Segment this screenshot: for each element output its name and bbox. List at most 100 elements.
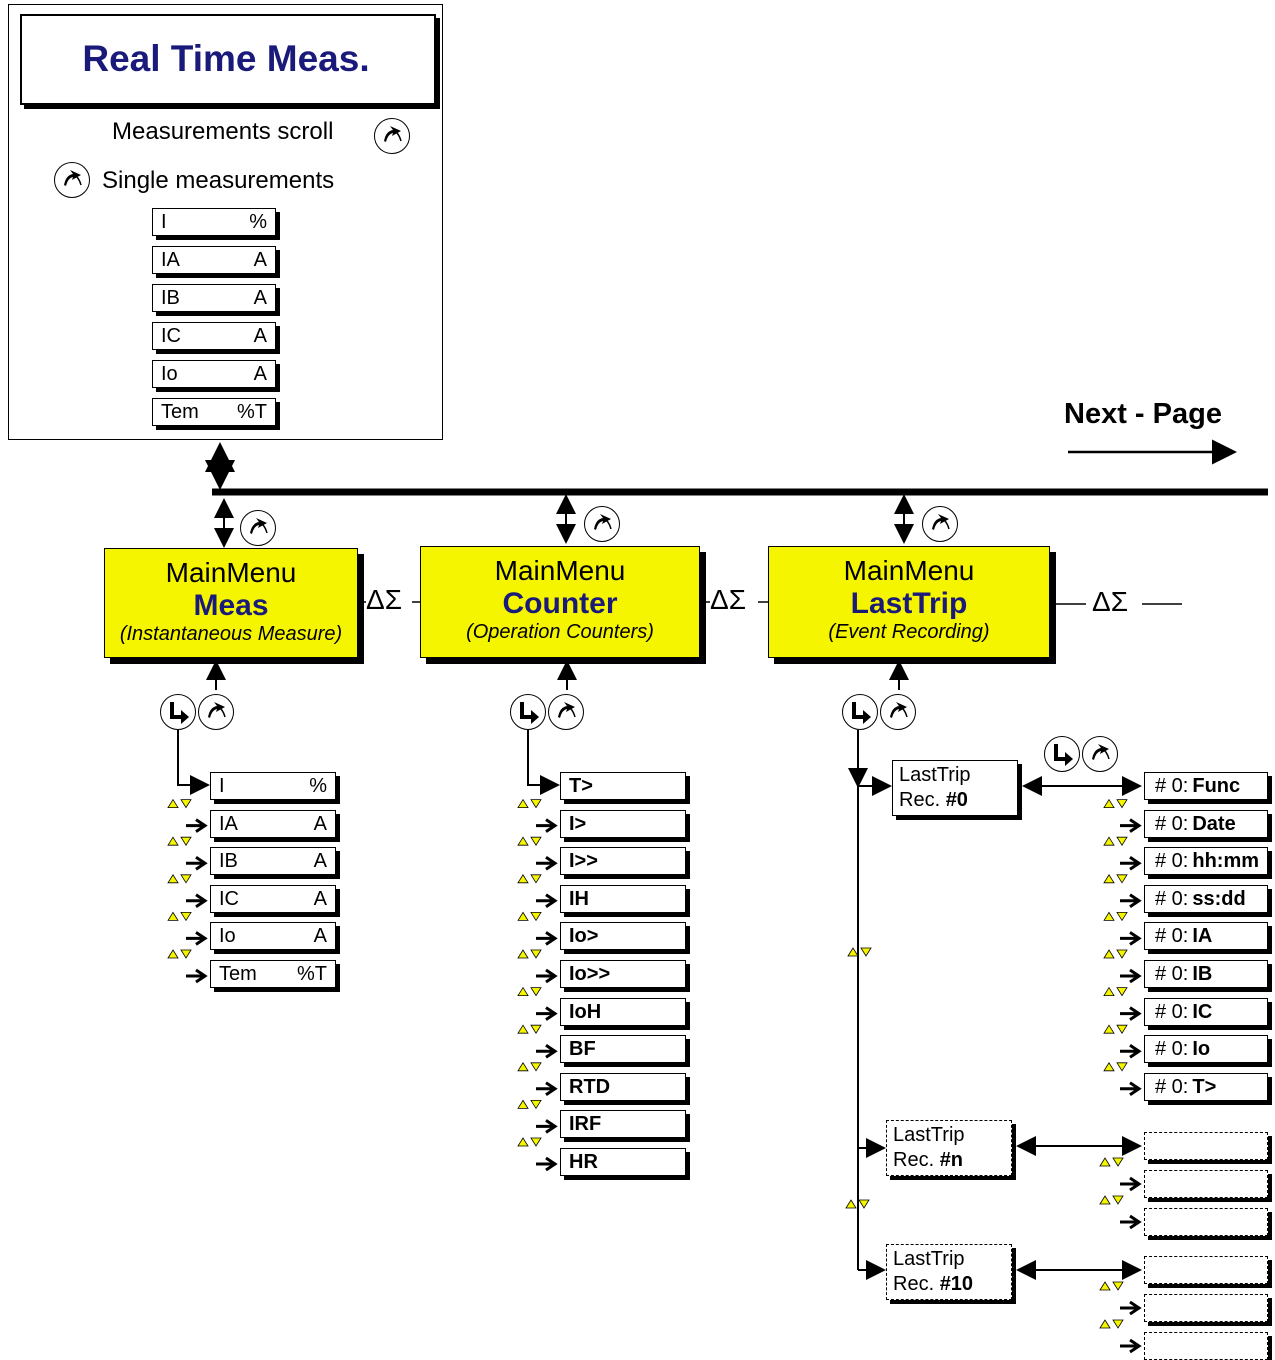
up-triangle-icon [167,911,179,921]
back-icon[interactable] [54,162,90,198]
measure-unit: A [253,325,267,347]
back-icon[interactable] [584,506,620,542]
right-arrow-icon [186,893,208,909]
counter-item[interactable]: T> [560,772,686,800]
record-field[interactable]: # 0:Io [1144,1035,1268,1064]
down-triangle-icon [1116,912,1128,922]
mainmenu-lasttrip[interactable]: MainMenu LastTrip (Event Recording) [768,546,1050,658]
counter-item[interactable]: RTD [560,1072,686,1101]
field-value: IB [1192,963,1213,985]
back-icon[interactable] [198,694,234,730]
item-name: IC [219,887,239,910]
counter-item[interactable]: HR [560,1148,686,1176]
back-icon[interactable] [1082,736,1118,772]
measure-name: Tem [161,401,199,423]
item-name: RTD [569,1075,611,1098]
field-value: ss:dd [1192,887,1246,910]
record-field[interactable]: # 0:IB [1144,960,1268,988]
counter-item[interactable]: BF [560,1035,686,1064]
up-triangle-icon [1103,949,1115,959]
right-arrow-icon [1120,931,1142,946]
back-icon[interactable] [240,510,276,546]
record-number: #0 [945,789,968,811]
record-prefix: Rec. [893,1273,940,1295]
counter-item[interactable]: I>> [560,847,686,876]
down-triangle-icon [530,949,542,959]
right-arrow-icon [536,818,558,833]
right-arrow-icon [1120,1338,1142,1354]
down-triangle-icon [180,874,192,884]
record-field[interactable]: # 0:Date [1144,809,1268,838]
field-prefix: # 0: [1155,963,1189,985]
record-field[interactable]: # 0:Func [1144,772,1268,800]
field-prefix: # 0: [1155,812,1189,835]
counter-item[interactable]: IoH [560,997,686,1026]
down-triangle-icon [530,836,542,846]
up-triangle-icon [517,949,529,959]
field-label: # 0:hh:mm [1155,850,1259,873]
field-value: Io [1192,1038,1211,1061]
counter-item[interactable]: I> [560,809,686,838]
right-arrow-icon [1120,1300,1142,1316]
back-icon[interactable] [922,506,958,542]
enter-icon[interactable] [160,694,196,730]
lasttrip-record-10[interactable]: LastTrip Rec. #10 [886,1244,1012,1300]
item-name: I> [569,812,587,835]
menu-line1: MainMenu [843,555,975,586]
realtime-title: Real Time Meas. [82,38,370,79]
lasttrip-record-n[interactable]: LastTrip Rec. #n [886,1120,1012,1176]
down-triangle-icon [1116,1024,1128,1034]
measure-name: IB [161,287,180,309]
measure-unit: %T [237,401,267,423]
item-name: HR [569,1151,598,1173]
enter-icon[interactable] [842,694,878,730]
back-icon[interactable] [374,118,410,154]
record-prefix: Rec. [899,789,946,811]
record-field[interactable]: # 0:hh:mm [1144,847,1268,876]
item-unit: A [313,850,327,873]
item-unit: % [309,775,327,797]
counter-item[interactable]: IRF [560,1110,686,1139]
back-icon[interactable] [548,694,584,730]
record-prefix: Rec. [893,1149,940,1171]
menu-line1: MainMenu [165,557,297,588]
record-field[interactable]: # 0:IA [1144,922,1268,951]
measure-unit: A [253,249,267,271]
record-field[interactable]: # 0:T> [1144,1072,1268,1101]
item-name: IH [569,887,589,910]
counter-item[interactable]: IH [560,884,686,913]
right-arrow-icon [186,931,208,946]
mainmenu-meas[interactable]: MainMenu Meas (Instantaneous Measure) [104,548,358,658]
next-page-label[interactable]: Next - Page [1064,398,1222,430]
item-name: BF [569,1038,596,1061]
field-prefix: # 0: [1155,1038,1189,1061]
right-arrow-icon [1120,855,1142,871]
item-name: Tem [219,963,257,985]
record-field[interactable]: # 0:IC [1144,997,1268,1026]
back-icon[interactable] [880,694,916,730]
record-field[interactable]: # 0:ss:dd [1144,884,1268,913]
lasttrip-record-0[interactable]: LastTrip Rec. #0 [892,760,1018,816]
mainmenu-counter[interactable]: MainMenu Counter (Operation Counters) [420,546,700,658]
down-triangle-icon [1116,799,1128,809]
down-triangle-icon [180,836,192,846]
counter-item[interactable]: Io> [560,922,686,951]
meas-item[interactable]: I% [210,772,336,800]
counter-item[interactable]: Io>> [560,960,686,988]
meas-item[interactable]: Tem%T [210,960,336,988]
empty-record-field [1144,1256,1268,1284]
item-name: Io>> [569,963,611,985]
menu-subtitle: (Instantaneous Measure) [119,623,343,645]
down-triangle-icon [530,1100,542,1110]
up-triangle-icon [1099,1319,1111,1329]
measure-name: I [161,211,167,233]
enter-icon[interactable] [510,694,546,730]
down-triangle-icon [1112,1281,1124,1291]
enter-icon[interactable] [1044,736,1080,772]
right-arrow-icon [1120,1006,1142,1021]
field-label: # 0:Date [1155,813,1236,836]
